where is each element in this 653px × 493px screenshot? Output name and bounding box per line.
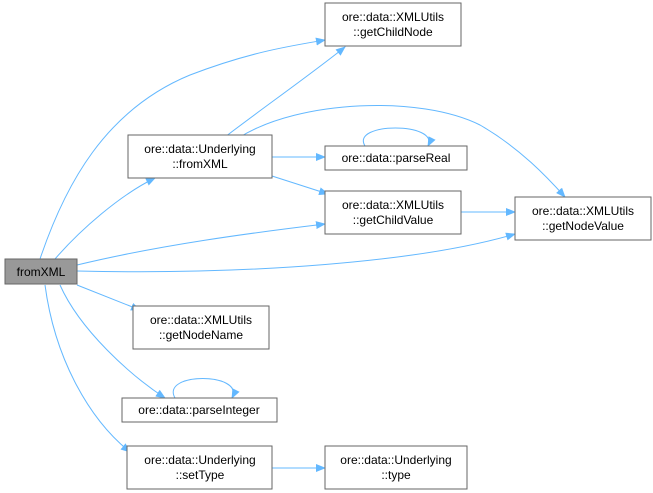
node-label: ore::data::Underlying	[340, 453, 451, 467]
node-label: ::getNodeValue	[542, 219, 624, 233]
edge-parsereal-self	[362, 127, 436, 147]
node-label: ore::data::XMLUtils	[342, 198, 444, 212]
node-settype[interactable]: ore::data::Underlying ::setType	[126, 445, 273, 490]
node-label: ore::data::parseInteger	[138, 403, 259, 417]
node-fromxml[interactable]: fromXML	[4, 258, 78, 285]
node-getnodevalue[interactable]: ore::data::XMLUtils ::getNodeValue	[514, 196, 652, 241]
node-label: fromXML	[17, 265, 66, 279]
node-label: ::getChildValue	[353, 213, 434, 227]
node-label: ore::data::Underlying	[144, 142, 255, 156]
node-label: ::setType	[176, 468, 225, 482]
edges	[39, 37, 566, 472]
edge-root-getnodevalue	[76, 232, 516, 273]
node-label: ::type	[381, 468, 411, 482]
node-label: ore::data::Underlying	[144, 453, 255, 467]
edge-root-getnodename	[76, 284, 141, 311]
node-underlying-fromxml[interactable]: ore::data::Underlying ::fromXML	[127, 134, 273, 179]
node-getchildnode[interactable]: ore::data::XMLUtils ::getChildNode	[324, 2, 462, 47]
node-label: ore::data::XMLUtils	[532, 204, 634, 218]
node-getchildvalue[interactable]: ore::data::XMLUtils ::getChildValue	[324, 190, 462, 235]
node-label: ore::data::XMLUtils	[150, 313, 252, 327]
node-label: ore::data::parseReal	[342, 151, 451, 165]
node-label: ore::data::XMLUtils	[342, 10, 444, 24]
node-getnodename[interactable]: ore::data::XMLUtils ::getNodeName	[132, 305, 270, 350]
node-label: ::fromXML	[172, 157, 228, 171]
edge-root-settype	[44, 284, 131, 453]
edge-underlying-getchildnode	[224, 46, 346, 138]
edge-underlying-getchildvalue	[271, 175, 329, 196]
edge-root-getchildnode	[39, 37, 326, 260]
edge-parseinteger-self	[172, 378, 240, 399]
node-label: ::getNodeName	[159, 328, 243, 342]
node-type[interactable]: ore::data::Underlying ::type	[324, 445, 468, 490]
node-parsereal[interactable]: ore::data::parseReal	[324, 145, 468, 171]
edge-root-parseinteger	[59, 284, 166, 399]
node-label: ::getChildNode	[353, 25, 433, 39]
edge-underlying-getnodevalue	[239, 105, 566, 198]
edge-root-getchildvalue	[76, 221, 326, 266]
edge-root-underlying-fromxml	[54, 177, 156, 260]
node-parseinteger[interactable]: ore::data::parseInteger	[121, 397, 278, 423]
